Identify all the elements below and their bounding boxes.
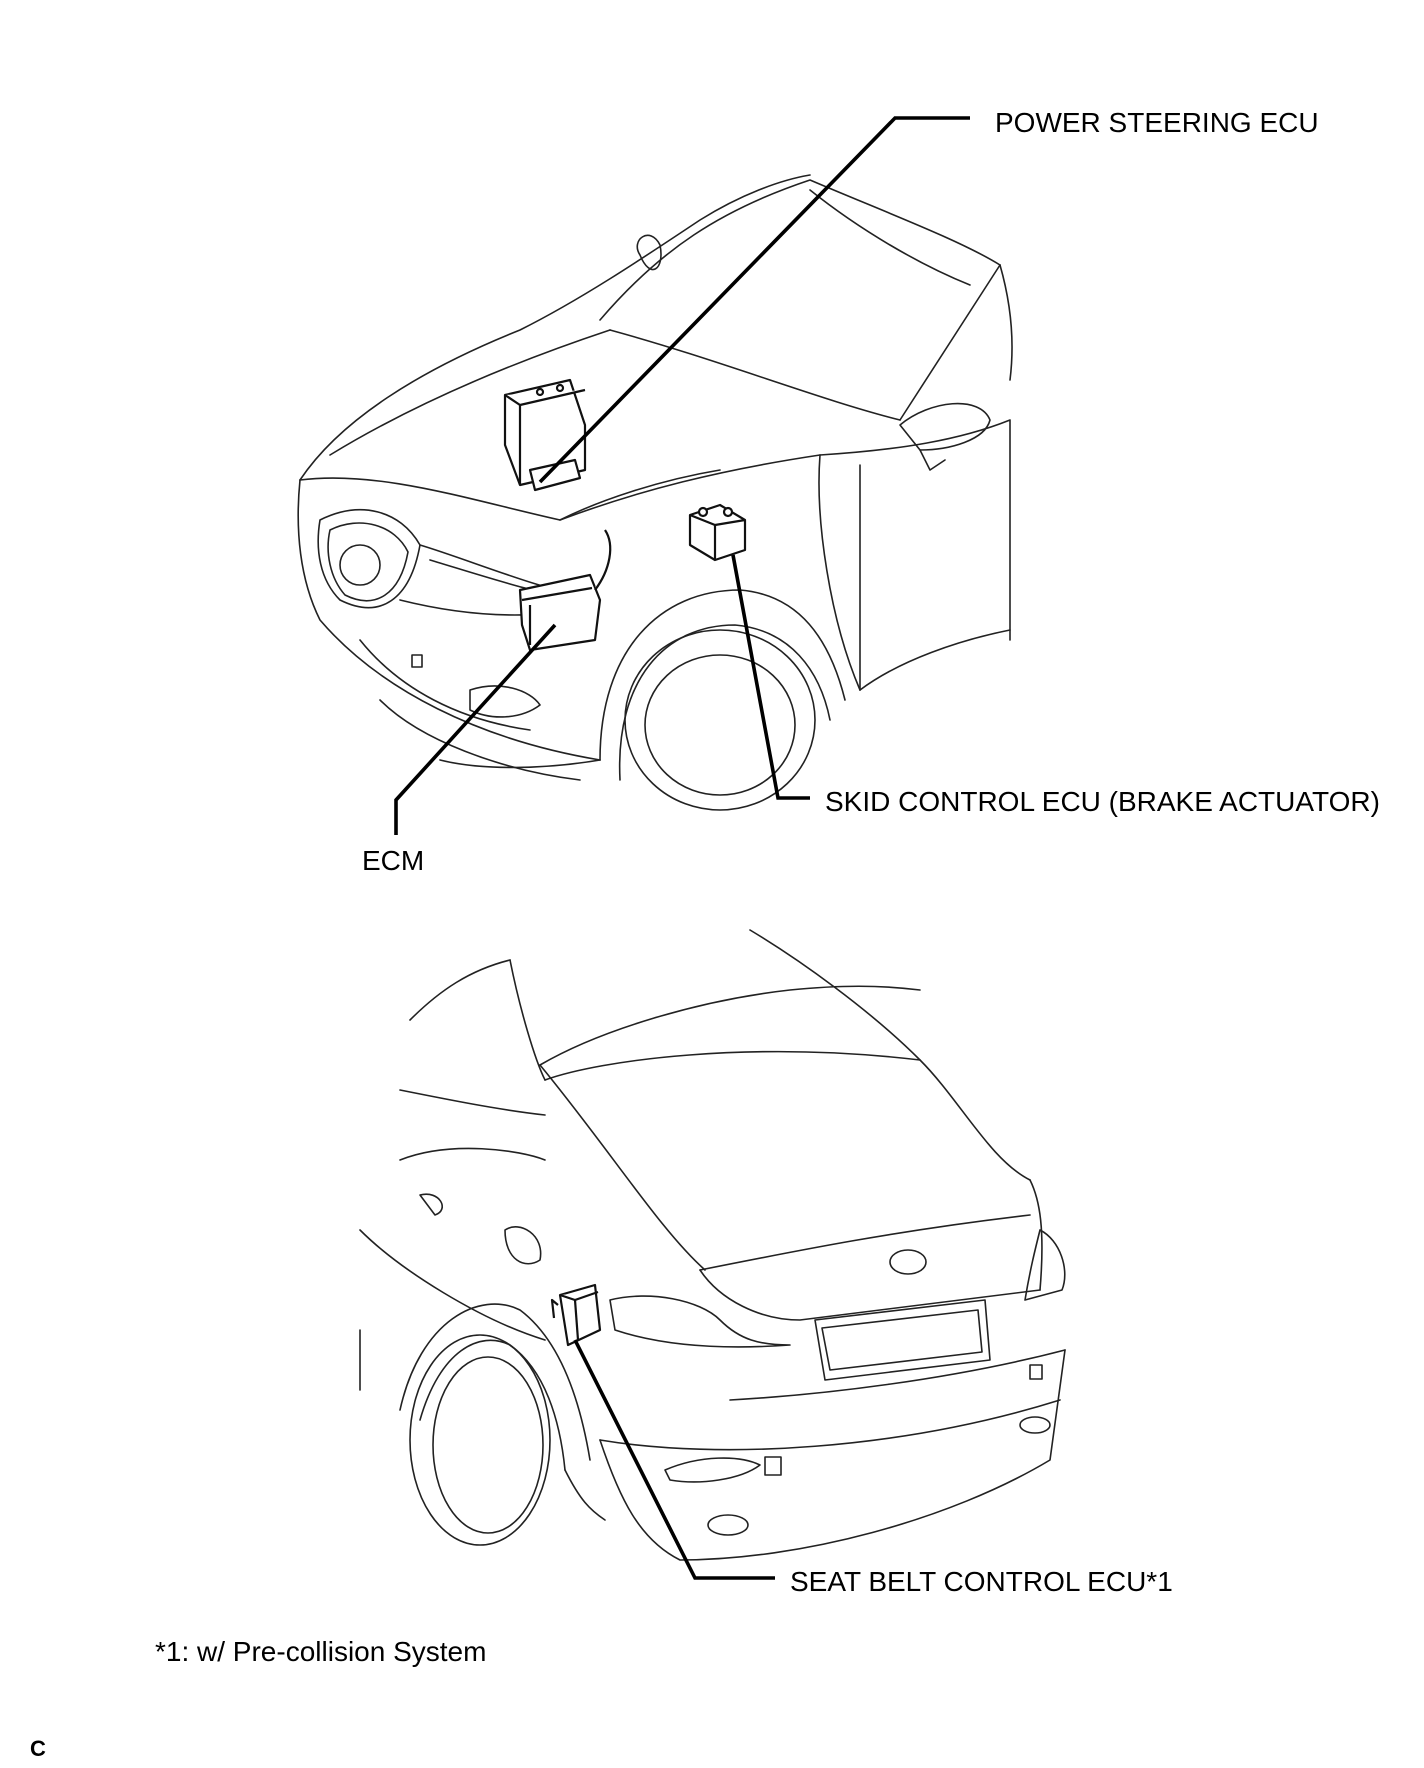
power-steering-ecu-label: POWER STEERING ECU bbox=[995, 107, 1319, 138]
power-steering-ecu-part bbox=[503, 378, 587, 492]
ecm-part bbox=[518, 529, 612, 652]
seat-belt-control-ecu-part bbox=[550, 1283, 602, 1347]
footnote: *1: w/ Pre-collision System bbox=[155, 1636, 487, 1667]
ecm-leader bbox=[394, 623, 557, 835]
skid-control-ecu-part bbox=[688, 503, 747, 562]
seat-belt-control-ecu-label: SEAT BELT CONTROL ECU*1 bbox=[790, 1566, 1173, 1597]
seat-belt-control-ecu-leader bbox=[573, 1339, 775, 1580]
ecm-label: ECM bbox=[362, 845, 425, 876]
rear-car-illustration bbox=[359, 929, 1066, 1561]
skid-control-ecu-label: SKID CONTROL ECU (BRAKE ACTUATOR) bbox=[825, 786, 1380, 817]
power-steering-ecu-leader bbox=[538, 116, 970, 484]
front-car-illustration bbox=[297, 174, 1013, 811]
skid-control-ecu-leader bbox=[731, 554, 810, 800]
figure-code: C bbox=[30, 1736, 46, 1761]
